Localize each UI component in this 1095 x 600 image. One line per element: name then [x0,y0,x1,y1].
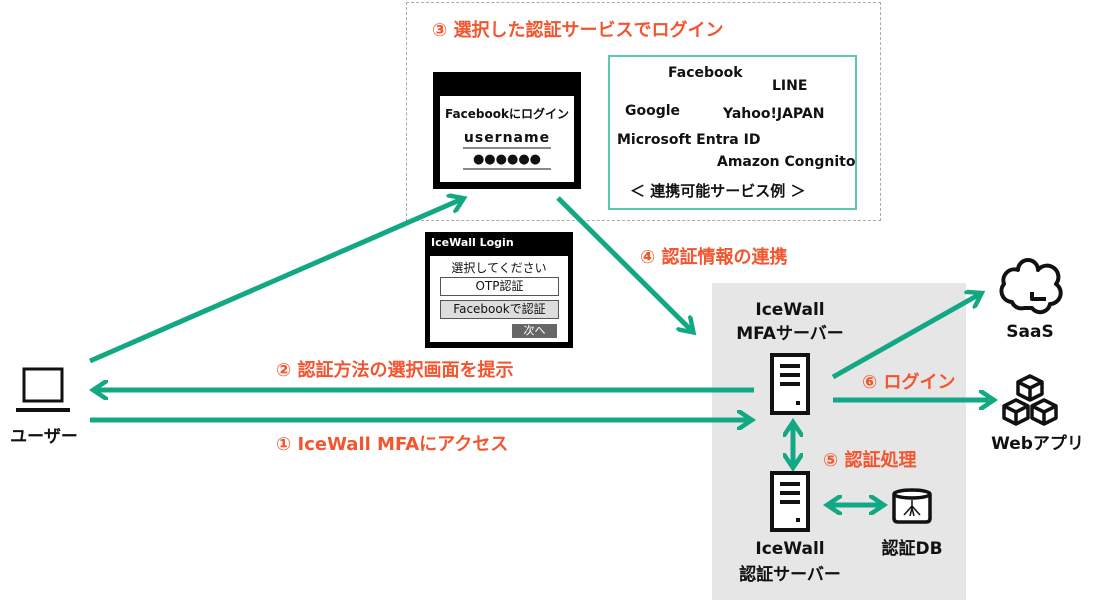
facebook-option-button: Facebookで認証 [440,300,559,319]
service-facebook: Facebook [668,65,743,81]
service-google: Google [625,103,681,119]
external-auth-region [406,2,881,221]
arrow-user-to-facebook [89,199,462,364]
step1-label: ① IceWall MFAにアクセス [276,434,509,455]
server-zone [712,283,966,600]
service-microsoft-entra: Microsoft Entra ID [617,132,761,148]
step2-label: ② 認証方法の選択画面を提示 [276,360,514,381]
step4-label: ④ 認証情報の連携 [640,247,788,268]
services-box [608,55,857,210]
auth-server-icon [770,471,810,532]
otp-option-button: OTP認証 [440,277,559,296]
auth-server-name: IceWall [755,539,825,559]
step3-label: ③ 選択した認証サービスでログイン [432,20,724,41]
icewall-login-title: IceWall Login [431,236,514,249]
auth-db-label: 認証DB [881,539,943,559]
laptop-icon [16,367,70,412]
mfa-server-type: MFAサーバー [736,324,844,344]
mfa-server-icon [770,353,810,415]
services-caption: ＜ 連携可能サービス例 ＞ [630,182,806,200]
auth-server-type: 認証サーバー [739,565,841,585]
facebook-login-title: Facebookにログイン [445,107,569,121]
facebook-login-window: Facebookにログイン username ●●●●●● [433,72,581,189]
step5-label: ⑤ 認証処理 [823,450,917,471]
icewall-login-prompt: 選択してください [451,261,547,275]
cubes-icon [1002,374,1058,426]
service-line: LINE [772,78,808,94]
saas-label: SaaS [1006,322,1054,342]
webapp-label: Webアプリ [991,434,1084,454]
cloud-icon [999,258,1063,315]
password-field: ●●●●●● [463,151,551,170]
step6-label: ⑥ ログイン [862,372,956,393]
service-amazon: Amazon Congnito [717,154,856,170]
database-icon [892,488,932,524]
next-button: 次へ [512,324,557,338]
service-yahoo: Yahoo!JAPAN [723,106,825,122]
arrow-facebook-to-mfa [556,196,692,331]
username-field: username [463,130,551,149]
mfa-server-name: IceWall [755,300,825,320]
user-label: ユーザー [10,427,78,447]
arrow-mfa-to-saas [831,294,980,380]
icewall-login-window: IceWall Login 選択してください OTP認証 Facebookで認証… [425,232,573,348]
